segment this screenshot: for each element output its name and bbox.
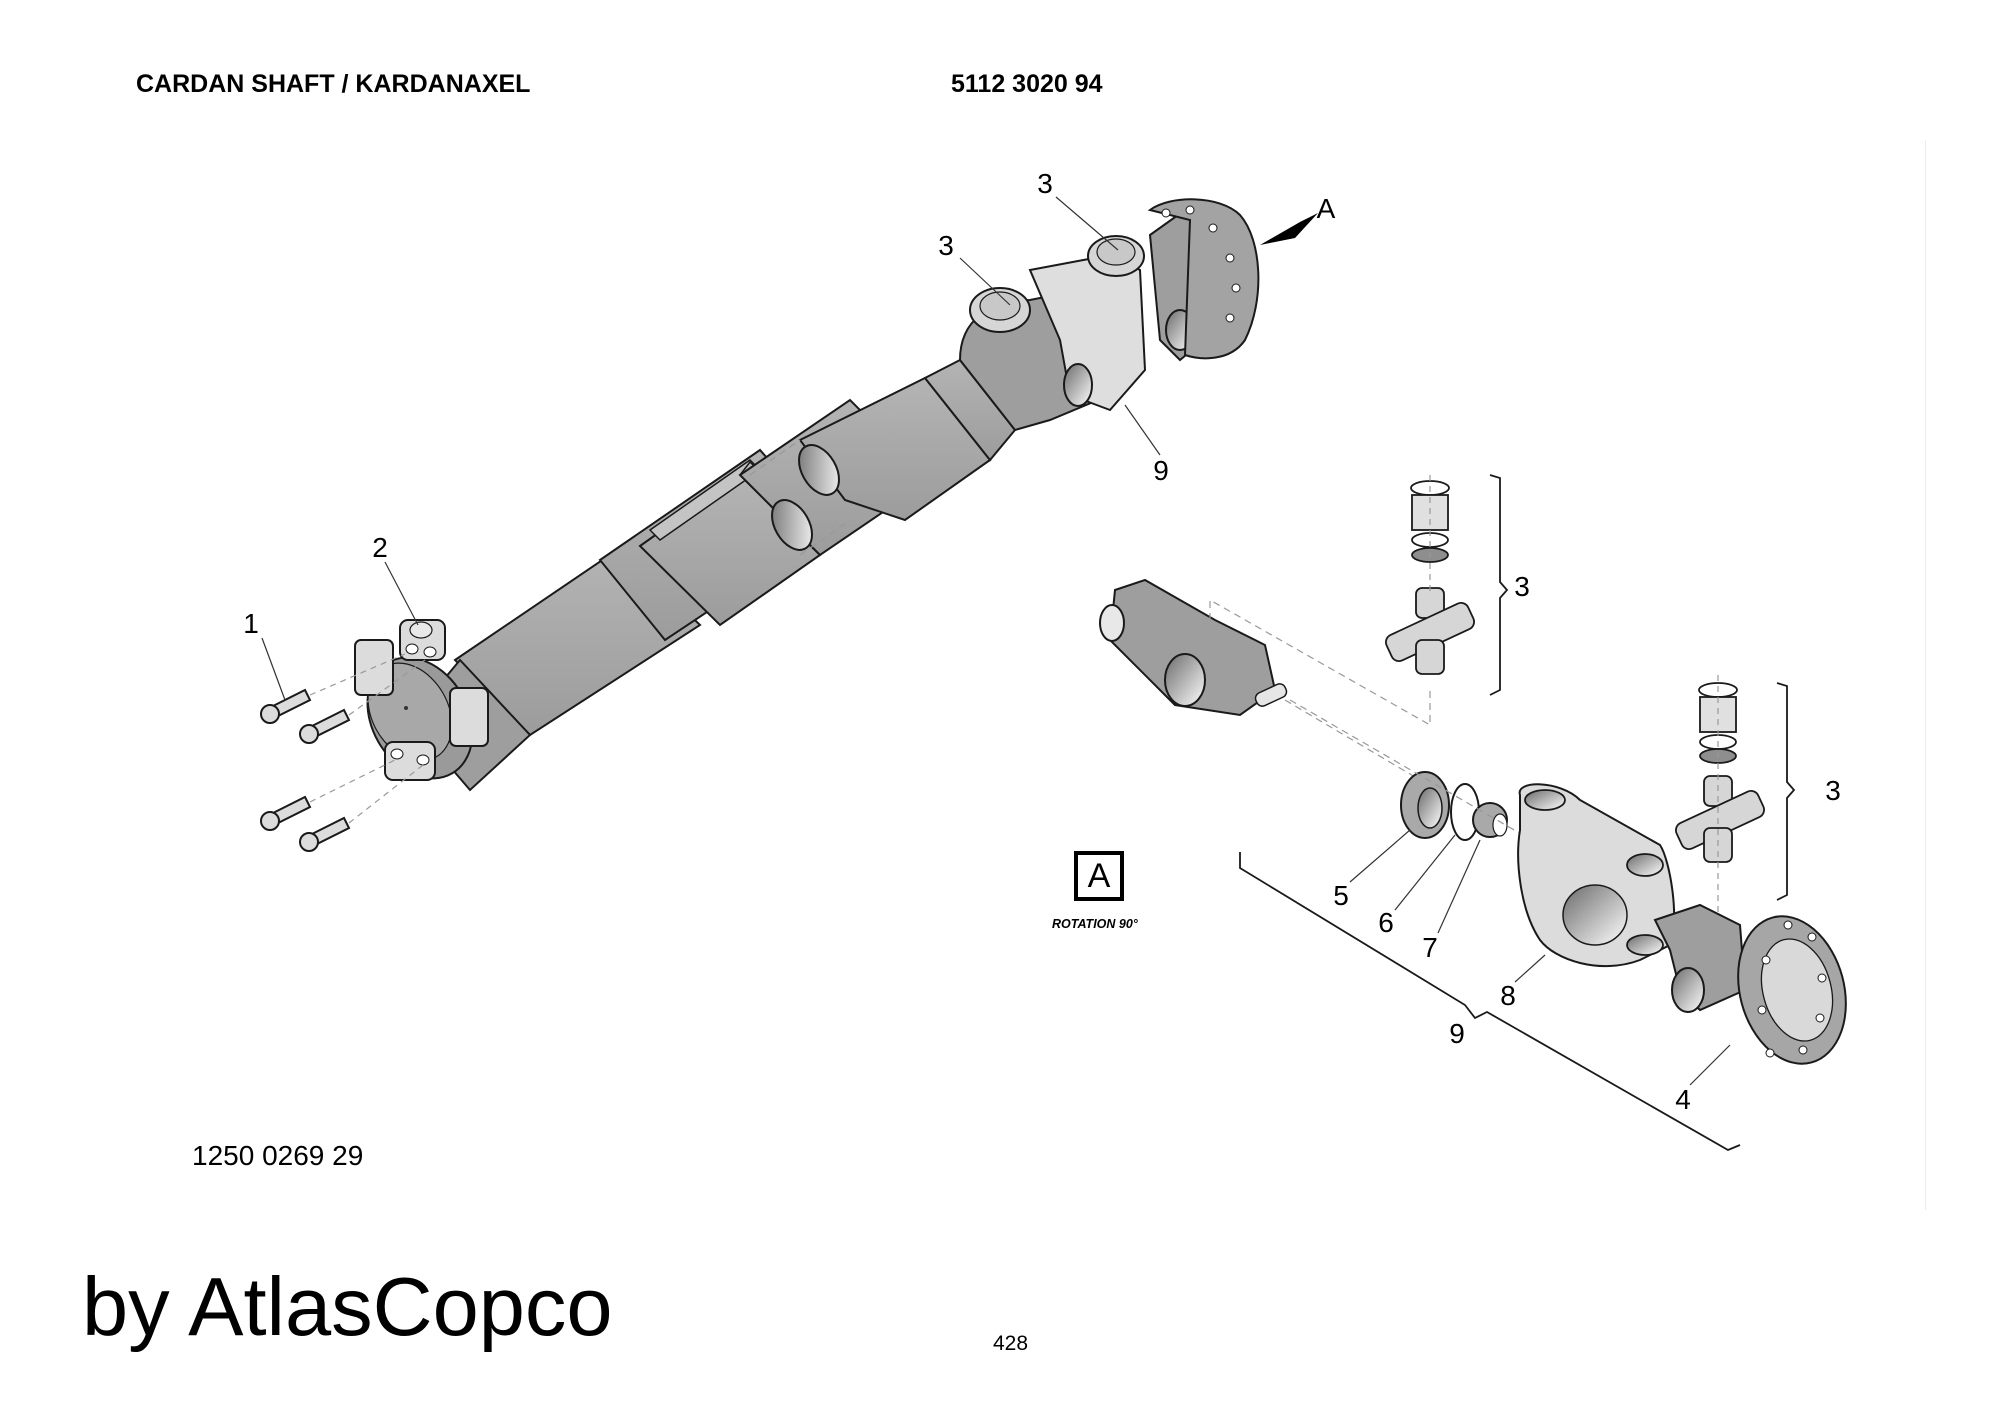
slip-yoke-stub (1099, 578, 1431, 781)
bolt (299, 659, 426, 744)
page-number: 428 (993, 1332, 1029, 1355)
upper-universal-joint (958, 198, 1260, 432)
drawing-reference-number: 1250 0269 29 (192, 1140, 364, 1171)
shaft-tube-upper (749, 358, 1017, 556)
bolts (260, 653, 426, 852)
universal-joint-kit-upper (1385, 474, 1509, 696)
bolt (260, 758, 398, 831)
assembly-bracket-9 (1239, 852, 1741, 1152)
callout-3-upper-bracket: 3 (1514, 571, 1530, 602)
bolt (299, 764, 424, 852)
view-arrow-label: A (1316, 193, 1336, 224)
bolt (260, 653, 406, 724)
view-a-rotation-note: ROTATION 90° (1052, 917, 1138, 931)
callout-3-top-b: 3 (1037, 168, 1053, 199)
callout-9-bracket: 9 (1449, 1018, 1465, 1049)
callout-2: 2 (372, 532, 388, 563)
callout-1: 1 (243, 608, 259, 639)
brand-watermark: by AtlasCopco (82, 1260, 613, 1353)
view-a-label: A (1087, 856, 1111, 895)
page-edge-rule (1925, 140, 1926, 1210)
document-title: CARDAN SHAFT / KARDANAXEL (136, 70, 531, 98)
flange-yoke (1653, 903, 1847, 1065)
left-flange-coupling (354, 619, 532, 792)
leader-lines (261, 196, 1731, 1086)
callout-8: 8 (1500, 980, 1516, 1011)
view-arrow-icon (1260, 213, 1318, 245)
callout-6: 6 (1378, 907, 1394, 938)
universal-joint-kit-lower (1675, 675, 1796, 945)
callout-3-lower-bracket: 3 (1825, 775, 1841, 806)
callout-5: 5 (1333, 880, 1349, 911)
callout-9-top: 9 (1153, 455, 1169, 486)
weld-yoke (1517, 783, 1676, 968)
seal-circlip-ball (1289, 699, 1541, 846)
callout-3-top-a: 3 (938, 230, 954, 261)
view-a-box: A (1074, 851, 1124, 901)
callout-4: 4 (1675, 1084, 1691, 1115)
callout-7: 7 (1422, 932, 1438, 963)
part-number: 5112 3020 94 (951, 70, 1103, 98)
